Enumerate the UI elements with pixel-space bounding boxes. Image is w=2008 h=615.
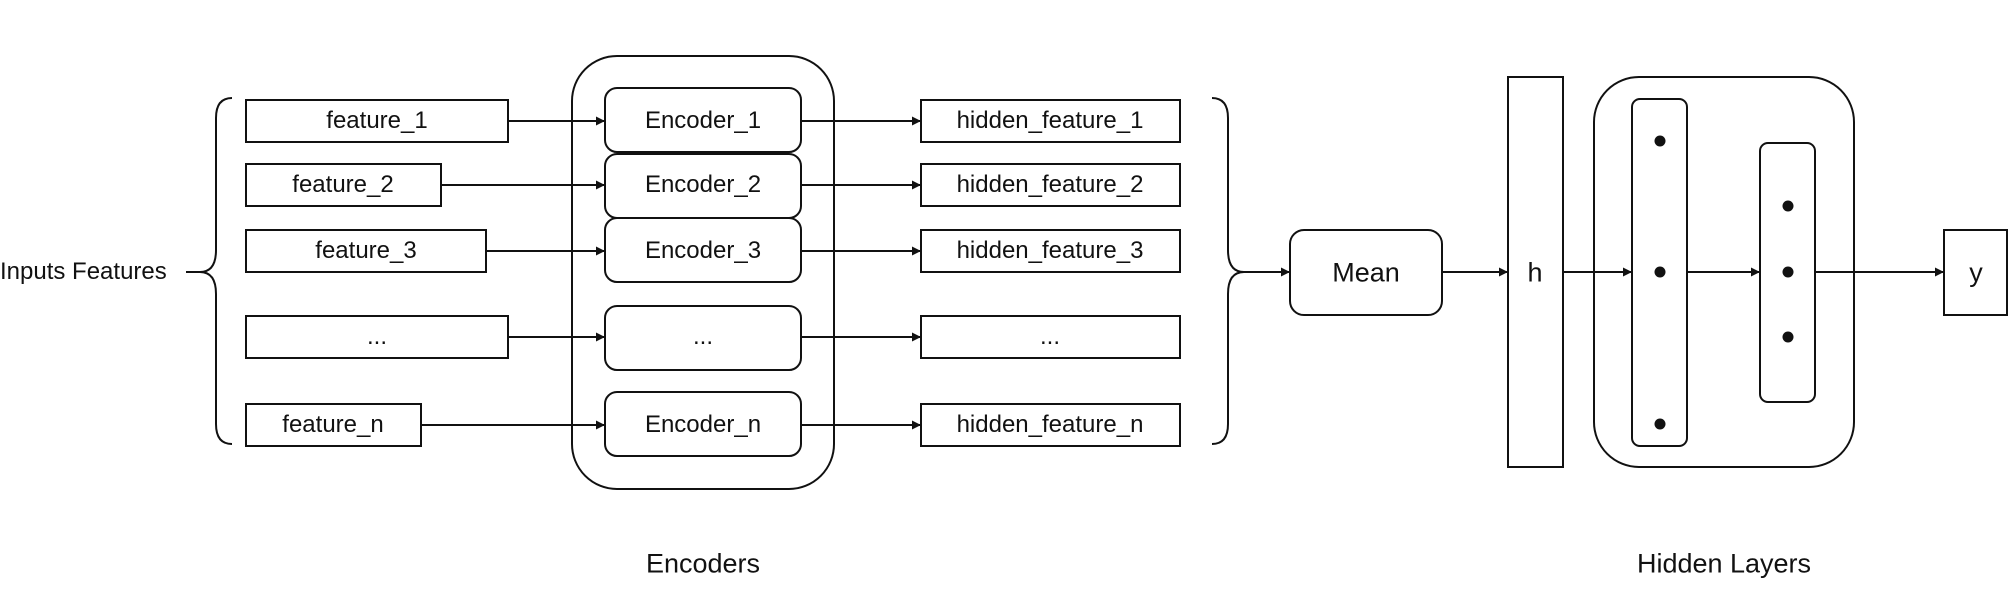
- feature-label-2: feature_2: [292, 171, 394, 198]
- encoder-label-2: Encoder_2: [644, 171, 762, 198]
- neuron-dot: [1654, 135, 1666, 147]
- encoder-label-3: Encoder_3: [644, 237, 762, 264]
- encoder-label-5: Encoder_n: [644, 411, 762, 438]
- hidden-feature-label-5: hidden_feature_n: [956, 411, 1144, 438]
- encoder-label-4: ...: [692, 323, 714, 350]
- hidden-feature-label-3: hidden_feature_3: [956, 237, 1144, 264]
- neuron-dot: [1654, 266, 1666, 278]
- hidden-feature-label-2: hidden_feature_2: [956, 171, 1144, 198]
- h-label: h: [1527, 257, 1543, 288]
- neuron-dot: [1782, 200, 1794, 212]
- inputs-features-label: Inputs Features: [0, 258, 167, 285]
- feature-label-3: feature_3: [315, 237, 417, 264]
- inputs-brace: [199, 97, 233, 445]
- feature-label-4: ...: [366, 323, 388, 350]
- neuron-dot: [1654, 418, 1666, 430]
- neuron-dot: [1782, 331, 1794, 343]
- encoders-group-label: Encoders: [645, 548, 761, 579]
- hidden-feature-label-1: hidden_feature_1: [956, 107, 1144, 134]
- feature-label-5: feature_n: [282, 411, 384, 438]
- hidden-feature-label-4: ...: [1039, 323, 1061, 350]
- mean-label: Mean: [1332, 257, 1400, 288]
- feature-label-1: feature_1: [326, 107, 428, 134]
- neuron-dot: [1782, 266, 1794, 278]
- output-label: y: [1969, 257, 1983, 288]
- hidden-layers-group-label: Hidden Layers: [1636, 548, 1812, 579]
- hidden-features-brace: [1211, 97, 1245, 445]
- encoders-group-box: [571, 55, 835, 490]
- encoder-label-1: Encoder_1: [644, 107, 762, 134]
